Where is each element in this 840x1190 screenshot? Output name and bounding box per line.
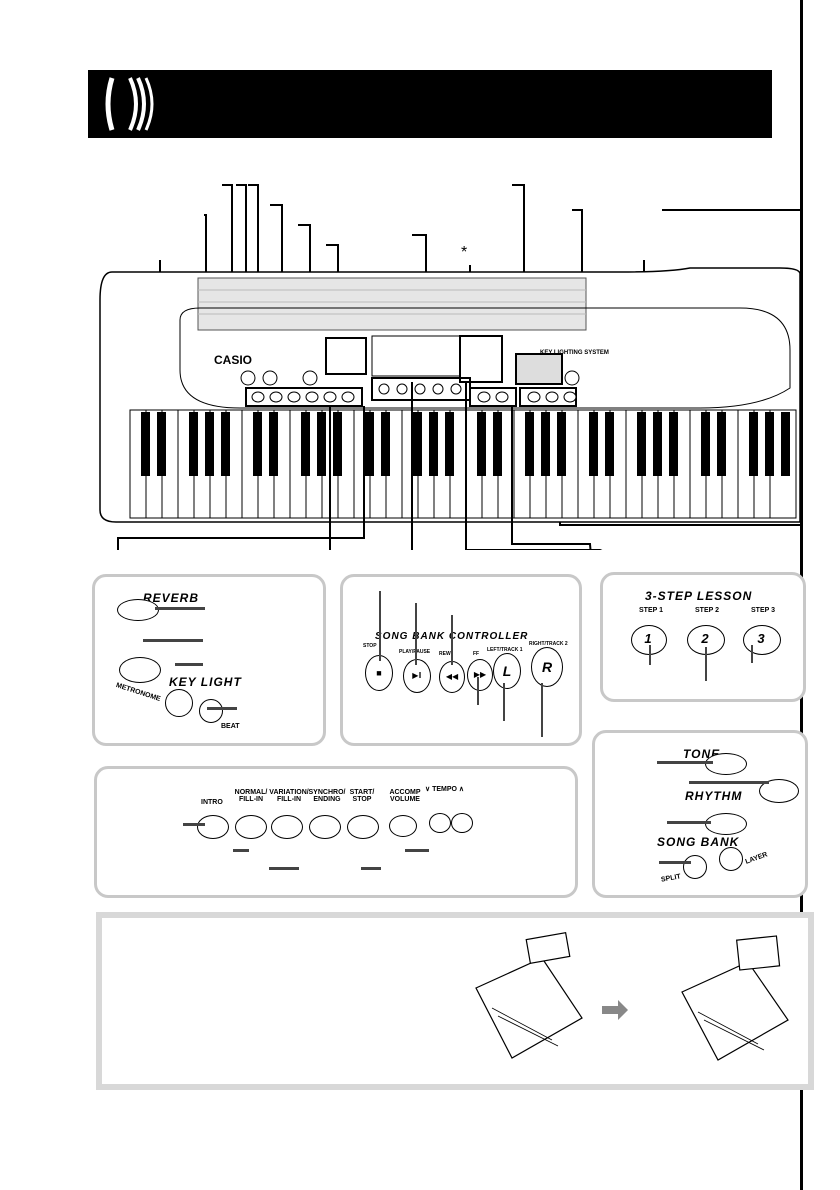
left-leader — [503, 683, 505, 721]
variation-fill-in-button[interactable] — [271, 815, 303, 839]
tempo-down-button[interactable] — [429, 813, 451, 833]
stop-label: STOP — [363, 643, 377, 649]
music-stand-notice — [96, 912, 814, 1090]
ff-leader — [477, 677, 479, 705]
step1-leader — [649, 645, 651, 665]
left-track1-label: LEFT/TRACK 1 — [487, 647, 523, 653]
song-bank-controller-panel: SONG BANK CONTROLLER STOP PLAY/PAUSE REW… — [340, 574, 582, 746]
split-button[interactable] — [683, 855, 707, 879]
intro-leader — [183, 823, 205, 826]
metronome-leader — [175, 663, 203, 666]
normal-leader — [233, 849, 249, 852]
start-stop-button[interactable] — [347, 815, 379, 839]
tone-rhythm-panel: TONE RHYTHM SONG BANK SPLIT LAYER — [592, 730, 808, 898]
tone-leader — [657, 761, 713, 764]
variation-fill-in-label: VARIATION/ FILL-IN — [269, 789, 309, 803]
step3-leader — [751, 645, 753, 663]
normal-fill-in-label: NORMAL/ FILL-IN — [234, 789, 268, 803]
system-label: KEY LIGHTING SYSTEM — [540, 350, 609, 356]
stop-button[interactable]: ■ — [365, 655, 393, 691]
left-track1-button[interactable]: L — [493, 653, 521, 689]
metronome-button[interactable] — [165, 689, 193, 717]
tempo-label: ∨ TEMPO ∧ — [425, 786, 465, 793]
arrow-right-icon — [602, 1000, 628, 1020]
song-bank-leader — [667, 821, 711, 824]
right-track2-label: RIGHT/TRACK 2 — [529, 641, 568, 647]
play-pause-label: PLAY/PAUSE — [399, 649, 430, 655]
start-stop-leader — [361, 867, 381, 870]
start-stop-label: START/ STOP — [349, 789, 375, 803]
right-track2-button[interactable]: R — [531, 647, 563, 687]
rew-label: REW — [439, 651, 451, 657]
accomp-volume-label: ACCOMP VOLUME — [389, 789, 421, 803]
keylight-title: KEY LIGHT — [169, 675, 242, 689]
intro-button[interactable] — [197, 815, 229, 839]
rhythm-leader — [689, 781, 769, 784]
reverb-keylight-panel: REVERB KEY LIGHT METRONOME BEAT — [92, 574, 326, 746]
step1-number: 1 — [644, 631, 652, 646]
beat-label: BEAT — [221, 723, 240, 730]
synchro-ending-label: SYNCHRO/ ENDING — [308, 789, 346, 803]
step2-label: STEP 2 — [695, 607, 719, 614]
music-stand-illustration — [475, 932, 789, 1061]
play-pause-button[interactable]: ▶‖ — [403, 659, 431, 693]
step1-button[interactable] — [631, 625, 667, 655]
song-bank-title: SONG BANK — [657, 835, 740, 849]
normal-fill-in-button[interactable] — [235, 815, 267, 839]
layer-button[interactable] — [719, 847, 743, 871]
brand-logo: CASIO — [214, 353, 252, 367]
fast-forward-icon: ▶▶ — [473, 670, 487, 679]
step3-number: 3 — [757, 631, 765, 646]
ff-button[interactable]: ▶▶ — [467, 659, 493, 691]
stop-icon: ■ — [376, 668, 382, 678]
accomp-leader — [405, 849, 429, 852]
step3-label: STEP 3 — [751, 607, 775, 614]
section-number-parens — [100, 74, 160, 134]
tone-button[interactable] — [705, 753, 747, 775]
accomp-volume-button[interactable] — [389, 815, 417, 837]
keylight-leader — [143, 639, 203, 642]
song-bank-button[interactable] — [705, 813, 747, 835]
play-pause-icon: ▶‖ — [412, 671, 422, 680]
rhythm-title: RHYTHM — [685, 789, 743, 803]
step2-number: 2 — [701, 631, 709, 646]
section-header-bar — [88, 70, 772, 138]
left-track-icon: L — [502, 663, 512, 679]
step1-label: STEP 1 — [639, 607, 663, 614]
ff-label: FF — [473, 651, 480, 657]
right-track-icon: R — [541, 659, 553, 675]
keyboard-illustration: CASIO KEY LIGHTING SYSTEM — [99, 184, 800, 550]
rewind-icon: ◀◀ — [445, 672, 459, 681]
lesson-title: 3-STEP LESSON — [645, 589, 753, 603]
tempo-up-button[interactable] — [451, 813, 473, 833]
reverb-button[interactable] — [117, 599, 159, 621]
right-leader — [541, 683, 543, 737]
three-step-lesson-panel: 3-STEP LESSON STEP 1 STEP 2 STEP 3 1 2 3 — [600, 572, 806, 702]
split-leader — [659, 861, 691, 864]
rew-button[interactable]: ◀◀ — [439, 661, 465, 693]
synchro-ending-button[interactable] — [309, 815, 341, 839]
step2-leader — [705, 647, 707, 681]
layer-label: LAYER — [744, 851, 769, 866]
metronome-label: METRONOME — [115, 682, 162, 703]
rew-leader — [451, 615, 453, 665]
reverb-title: REVERB — [143, 591, 200, 605]
reverb-leader — [155, 607, 205, 610]
play-leader — [415, 603, 417, 665]
asterisk-note: * — [461, 244, 468, 261]
accompaniment-panel: INTRO NORMAL/ FILL-IN VARIATION/ FILL-IN… — [94, 766, 578, 898]
stop-leader — [379, 591, 381, 661]
step3-button[interactable] — [743, 625, 781, 655]
beat-button[interactable] — [199, 699, 223, 723]
keylight-button[interactable] — [119, 657, 161, 683]
split-label: SPLIT — [660, 873, 682, 884]
beat-leader — [207, 707, 237, 710]
intro-label: INTRO — [201, 799, 223, 806]
variation-leader — [269, 867, 299, 870]
